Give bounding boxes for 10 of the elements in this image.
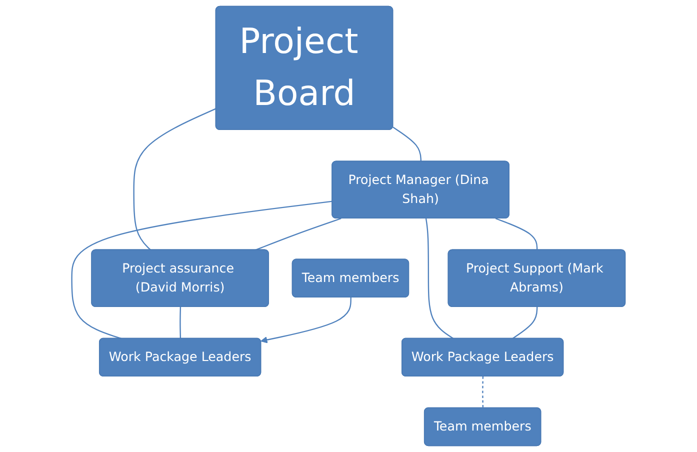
connector: [482, 376, 484, 408]
connector: [425, 218, 454, 340]
connector: [180, 306, 182, 339]
connector: [495, 218, 538, 250]
arrow: [260, 298, 352, 344]
connector: [71, 200, 332, 340]
connector: [255, 218, 342, 251]
connector: [512, 306, 538, 340]
connector: [392, 126, 422, 162]
connector: [133, 108, 216, 251]
